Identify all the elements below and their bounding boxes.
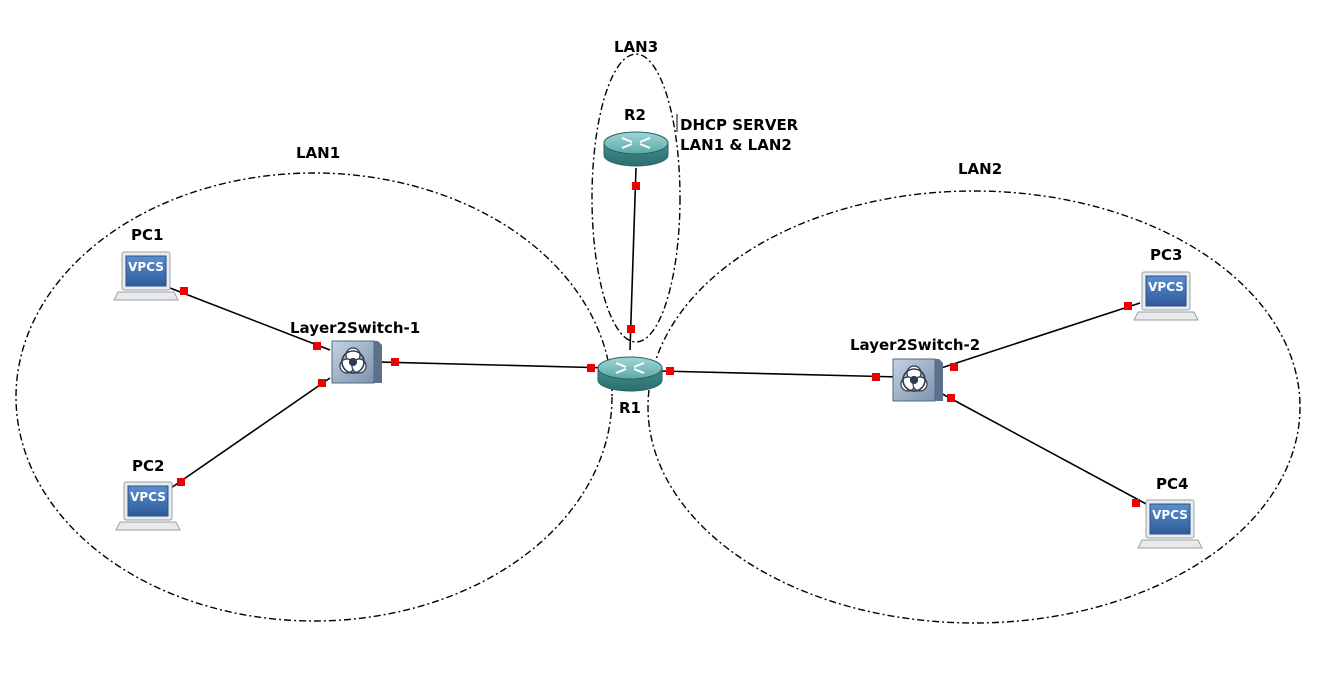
pc2-screen-text: VPCS bbox=[130, 490, 166, 504]
sw1-label: Layer2Switch-1 bbox=[290, 319, 420, 337]
port-r1-sw1 bbox=[587, 364, 595, 372]
switch-layer2switch-1[interactable] bbox=[331, 340, 383, 384]
switch-layer2switch-2[interactable] bbox=[892, 358, 944, 402]
pc3-screen-text: VPCS bbox=[1148, 280, 1184, 294]
lan3-zone bbox=[591, 53, 681, 343]
sw2-label: Layer2Switch-2 bbox=[850, 336, 980, 354]
link-sw2-pc3 bbox=[934, 302, 1141, 371]
r1-label: R1 bbox=[619, 399, 641, 417]
r2-label: R2 bbox=[624, 106, 646, 124]
port-r1-sw2 bbox=[666, 367, 674, 375]
lan2-label: LAN2 bbox=[958, 160, 1002, 178]
link-r2-r1 bbox=[629, 167, 637, 351]
port-sw1-pc1 bbox=[313, 342, 321, 350]
lan1-label: LAN1 bbox=[296, 144, 340, 162]
port-markers bbox=[177, 182, 1140, 507]
dhcp-note-line1: DHCP SERVER bbox=[680, 116, 799, 134]
router-r2[interactable] bbox=[603, 131, 669, 167]
port-pc4 bbox=[1132, 499, 1140, 507]
port-r1-r2 bbox=[627, 325, 635, 333]
link-pc1-sw1 bbox=[169, 287, 331, 351]
port-r2 bbox=[632, 182, 640, 190]
port-pc3 bbox=[1124, 302, 1132, 310]
pc1-screen-text: VPCS bbox=[128, 260, 164, 274]
lan3-label: LAN3 bbox=[614, 38, 658, 56]
pc4-screen-text: VPCS bbox=[1152, 508, 1188, 522]
lan2-zone bbox=[647, 190, 1301, 624]
router-r1[interactable] bbox=[597, 356, 663, 392]
port-sw2-pc4 bbox=[947, 394, 955, 402]
port-pc1 bbox=[180, 287, 188, 295]
pc1-label: PC1 bbox=[131, 226, 163, 244]
link-sw1-r1 bbox=[379, 361, 611, 369]
dhcp-note-line2: LAN1 & LAN2 bbox=[680, 136, 792, 154]
links bbox=[167, 167, 1149, 506]
port-sw1-r1 bbox=[391, 358, 399, 366]
port-pc2 bbox=[177, 478, 185, 486]
pc3-label: PC3 bbox=[1150, 246, 1182, 264]
link-pc2-sw1 bbox=[167, 377, 331, 491]
port-sw2-pc3 bbox=[950, 363, 958, 371]
pc2-label: PC2 bbox=[132, 457, 164, 475]
lan1-zone bbox=[15, 172, 613, 622]
pc4-label: PC4 bbox=[1156, 475, 1188, 493]
link-r1-sw2 bbox=[659, 370, 901, 378]
port-sw1-pc2 bbox=[318, 379, 326, 387]
port-sw2-r1 bbox=[872, 373, 880, 381]
link-sw2-pc4 bbox=[934, 389, 1149, 506]
